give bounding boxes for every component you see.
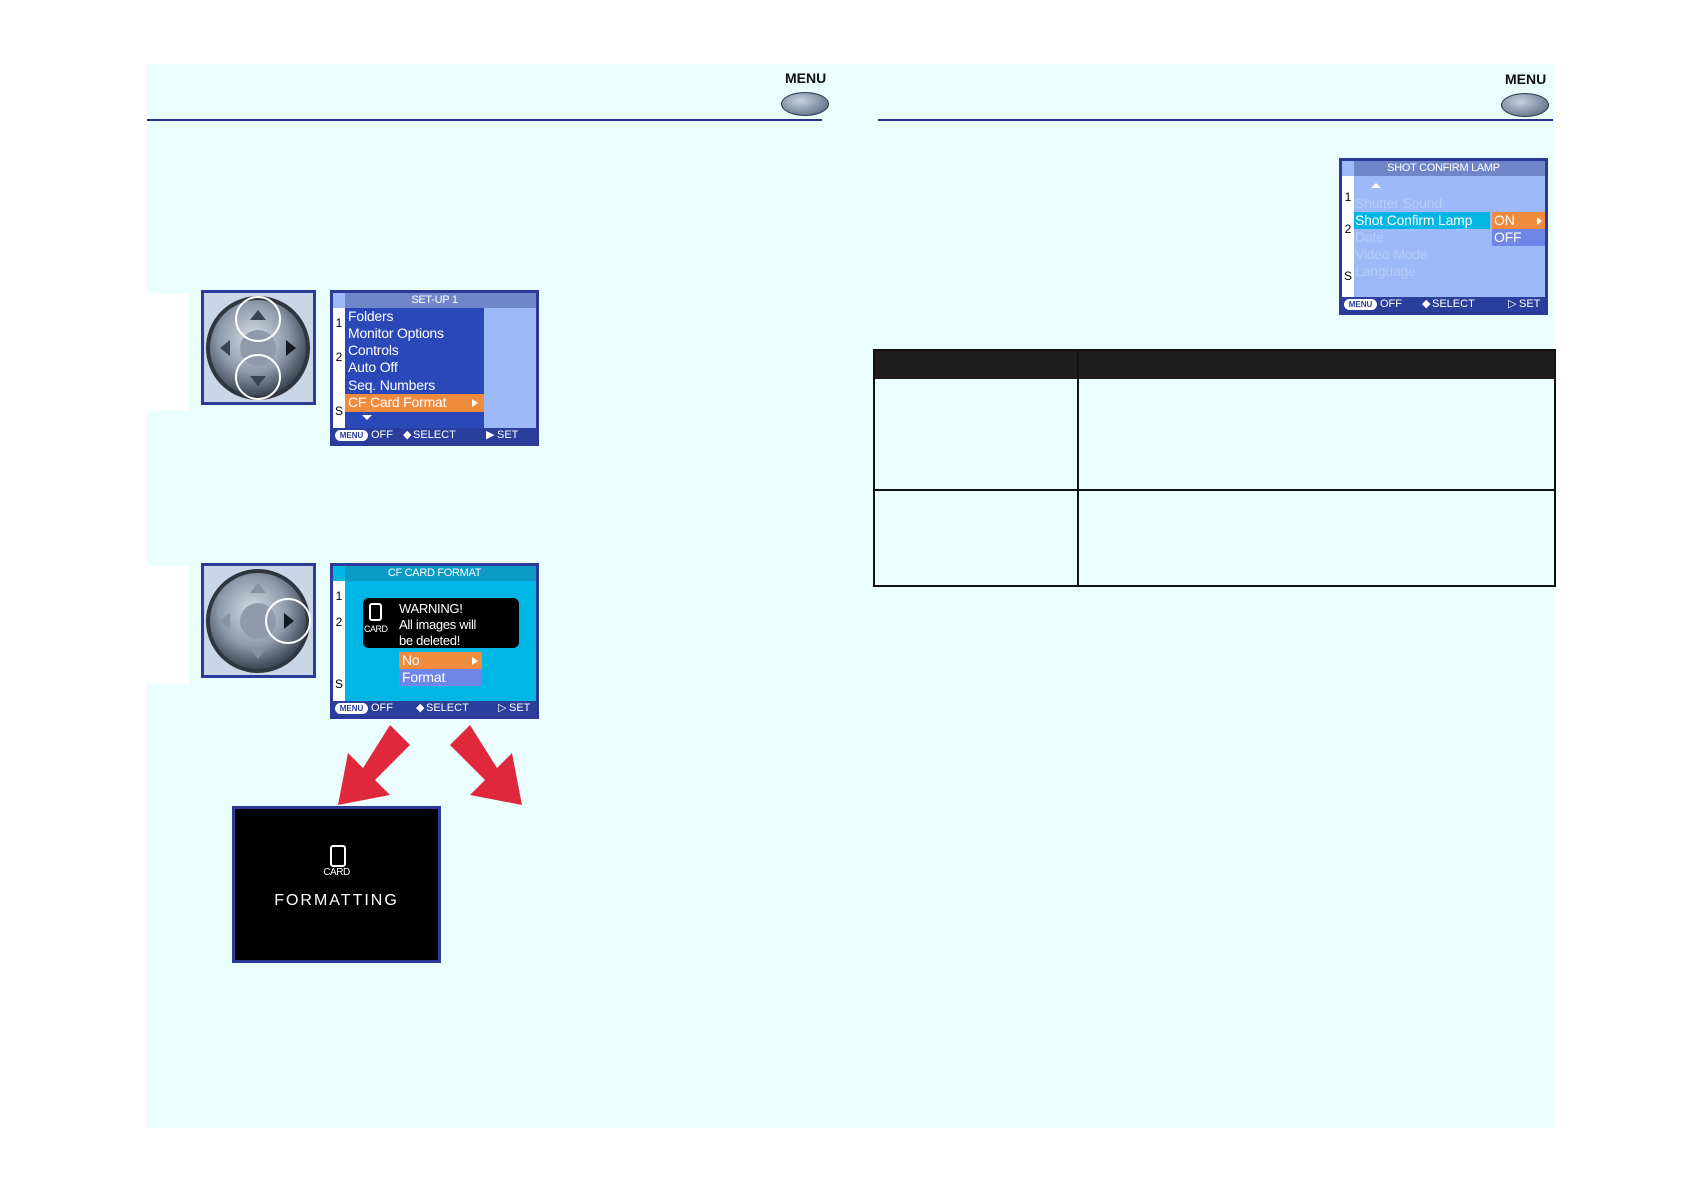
warning-text: WARNING! All images will be deleted! [399,601,477,648]
cf-card-format-screen: CF CARD FORMAT 1 2 S CARD WARNING! All i… [330,563,539,719]
footer-set-icon: ▷ [498,702,507,714]
menu-item-highlight [1354,212,1490,229]
table-column-divider [1077,351,1079,585]
tab-s: S [1343,269,1352,283]
arrow-right-icon [450,725,522,805]
step-strip-1 [147,293,189,411]
menu-item-language[interactable]: Language [1355,263,1416,279]
lamp-screen-footer: MENU OFF ◆ SELECT ▷ SET [1342,297,1545,312]
multi-selector-right [201,563,316,678]
tab-2: 2 [335,350,343,364]
footer-menu-pill: MENU [335,430,368,441]
submenu-arrow-icon [1537,217,1542,225]
footer-select: SELECT [413,429,456,441]
footer-select-icon: ◆ [1422,298,1431,310]
menu-item-monitor-options[interactable]: Monitor Options [348,325,444,341]
menu-button-icon [781,92,829,116]
footer-off: OFF [371,429,393,441]
shot-confirm-lamp-screen: SHOT CONFIRM LAMP 1 2 S Shutter Sound Sh… [1339,158,1548,315]
submenu-arrow-icon [472,657,478,665]
setup-screen-title: SET-UP 1 [411,294,458,306]
option-off[interactable]: OFF [1494,229,1522,245]
menu-label-left: MENU [785,70,827,86]
format-screen-footer: MENU OFF ◆ SELECT ▷ SET [333,701,536,716]
tab-s: S [334,677,343,691]
setup-tabs: 1 2 S [333,308,345,429]
cf-card-icon [369,603,382,621]
menu-label-right: MENU [1505,71,1547,87]
scroll-up-icon [1371,183,1381,188]
menu-item-controls[interactable]: Controls [348,342,399,358]
menu-item-auto-off[interactable]: Auto Off [348,359,398,375]
scroll-down-icon [362,415,372,420]
menu-item-shutter-sound[interactable]: Shutter Sound [1355,195,1442,211]
footer-select: SELECT [1432,298,1475,310]
footer-set: SET [509,702,531,714]
option-no-highlight [399,652,482,669]
lamp-tabs: 1 2 S [1342,176,1354,297]
menu-item-highlight [345,394,484,412]
step-strip-2 [147,566,189,684]
formatting-screen: CARD FORMATTING [232,806,441,963]
table-row-divider [875,489,1554,491]
warning-box: CARD WARNING! All images will be deleted… [363,598,519,648]
menu-item-folders[interactable]: Folders [348,308,394,324]
footer-select: SELECT [426,702,469,714]
setup-screen-footer: MENU OFF ◆ SELECT ▶ SET [333,428,536,443]
footer-select-icon: ◆ [403,429,412,441]
header-rule-right [878,119,1553,121]
multi-selector-icon [206,569,311,673]
footer-off: OFF [1380,298,1402,310]
tab-s: S [334,404,343,418]
option-on-highlight [1492,212,1545,229]
table-header [875,351,1554,379]
option-on[interactable]: ON [1494,212,1515,228]
menu-item-shot-confirm-lamp[interactable]: Shot Confirm Lamp [1355,212,1473,228]
formatting-text: FORMATTING [274,892,399,909]
menu-item-video-mode[interactable]: Video Mode [1355,246,1428,262]
option-no[interactable]: No [402,652,420,668]
footer-set-icon: ▶ [486,429,495,441]
lamp-screen-title: SHOT CONFIRM LAMP [1387,162,1500,174]
footer-menu-pill: MENU [1344,299,1377,310]
footer-set: SET [497,429,519,441]
footer-set: SET [1519,298,1541,310]
menu-item-date[interactable]: Date [1355,229,1384,245]
tab-2: 2 [1344,222,1352,236]
multi-selector-icon [206,296,310,400]
menu-item-seq-numbers[interactable]: Seq. Numbers [348,377,436,393]
menu-button-icon [1501,93,1549,117]
footer-menu-pill: MENU [335,703,368,714]
card-label: CARD [364,624,388,634]
arrow-left-icon [338,725,410,805]
options-table [873,349,1556,587]
card-label: CARD [323,867,350,878]
option-format[interactable]: Format [402,669,446,685]
tab-1: 1 [335,316,343,330]
outcome-arrows [338,725,522,805]
tab-1: 1 [1344,190,1352,204]
footer-off: OFF [371,702,393,714]
submenu-arrow-icon [472,399,478,407]
footer-set-icon: ▷ [1508,298,1517,310]
footer-select-icon: ◆ [416,702,425,714]
header-rule-left [147,119,822,121]
setup-menu-screen: SET-UP 1 1 2 S Folders Monitor Options C… [330,290,539,446]
format-screen-title: CF CARD FORMAT [387,567,482,579]
format-tabs: 1 2 S [333,581,345,702]
cf-card-icon [330,845,346,867]
multi-selector-up-down [201,290,316,405]
tab-2: 2 [335,615,343,629]
option-format-bg [399,669,482,686]
option-off-bg [1492,229,1545,246]
tab-1: 1 [335,589,343,603]
menu-item-cf-card-format[interactable]: CF Card Format [348,394,447,410]
